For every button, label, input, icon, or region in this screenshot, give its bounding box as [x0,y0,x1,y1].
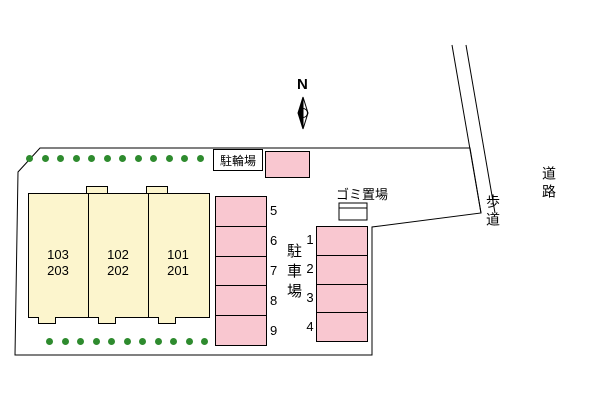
parking-space-8 [215,285,267,317]
building-roof-notch [146,186,168,194]
tree-icon [165,155,173,162]
parking-space-4 [316,312,368,342]
tree-icon [57,155,65,162]
entrance-step [38,317,56,324]
unit-divider [88,193,89,318]
space-number-6: 6 [270,233,278,248]
unit-number: 201 [167,263,189,278]
parking-space-3 [316,283,368,314]
tree-icon [46,338,53,345]
sidewalk-edge-left [451,44,482,214]
tree-icon [154,338,162,345]
tree-icon [41,155,49,162]
parking-column-right [316,226,368,342]
parking-space-2 [316,254,368,285]
parking-space-1 [316,226,368,256]
tree-icon [26,155,33,162]
unit-number: 203 [47,263,69,278]
sidewalk-edge-right [465,44,496,214]
tree-icon [139,338,146,345]
unit-label-103-203: 103 203 [28,247,88,279]
tree-icon [77,338,84,345]
sidewalk-label: 歩道 [485,194,501,230]
north-label: N [297,76,308,93]
space-number-5: 5 [270,203,278,218]
parking-space-6 [215,225,267,257]
unit-number: 103 [47,247,69,262]
unit-number: 102 [107,247,129,262]
garbage-area-label: ゴミ置場 [336,187,389,202]
parking-lot-label: 駐車場 [285,243,302,303]
north-arrow-icon [297,96,309,130]
space-number-2: 2 [306,261,314,276]
tree-icon [119,155,127,162]
tree-icon [72,155,80,162]
tree-icon [170,338,177,345]
tree-icon [123,338,131,345]
tree-icon [108,338,115,345]
space-number-4: 4 [306,319,314,334]
unit-label-101-201: 101 201 [148,247,208,279]
bike-parking-area [265,151,310,178]
bike-parking-label: 駐輪場 [213,149,263,171]
parking-space-7 [215,255,267,287]
tree-icon [61,338,69,345]
building-roof-notch [86,186,108,194]
space-number-8: 8 [270,293,278,308]
tree-icon [185,338,193,345]
parking-space-5 [215,196,267,227]
unit-number: 202 [107,263,129,278]
unit-divider [148,193,149,318]
tree-row-top [26,155,204,162]
tree-icon [103,155,111,162]
unit-number: 101 [167,247,189,262]
tree-icon [150,155,158,162]
space-number-3: 3 [306,290,314,305]
road-label: 道路 [541,166,557,202]
tree-icon [201,338,208,345]
entrance-step [98,317,116,324]
parking-column-left [215,196,267,346]
unit-label-102-202: 102 202 [88,247,148,279]
tree-row-bottom [46,338,208,345]
tree-icon [88,155,96,162]
space-number-9: 9 [270,323,278,338]
garbage-station-icon [338,202,368,221]
space-number-7: 7 [270,263,278,278]
tree-icon [134,155,142,162]
parking-space-9 [215,315,267,346]
building-outline [28,193,210,318]
entrance-step [158,317,176,324]
tree-icon [92,338,100,345]
tree-icon [196,155,204,162]
tree-icon [181,155,189,162]
space-number-1: 1 [306,232,314,247]
